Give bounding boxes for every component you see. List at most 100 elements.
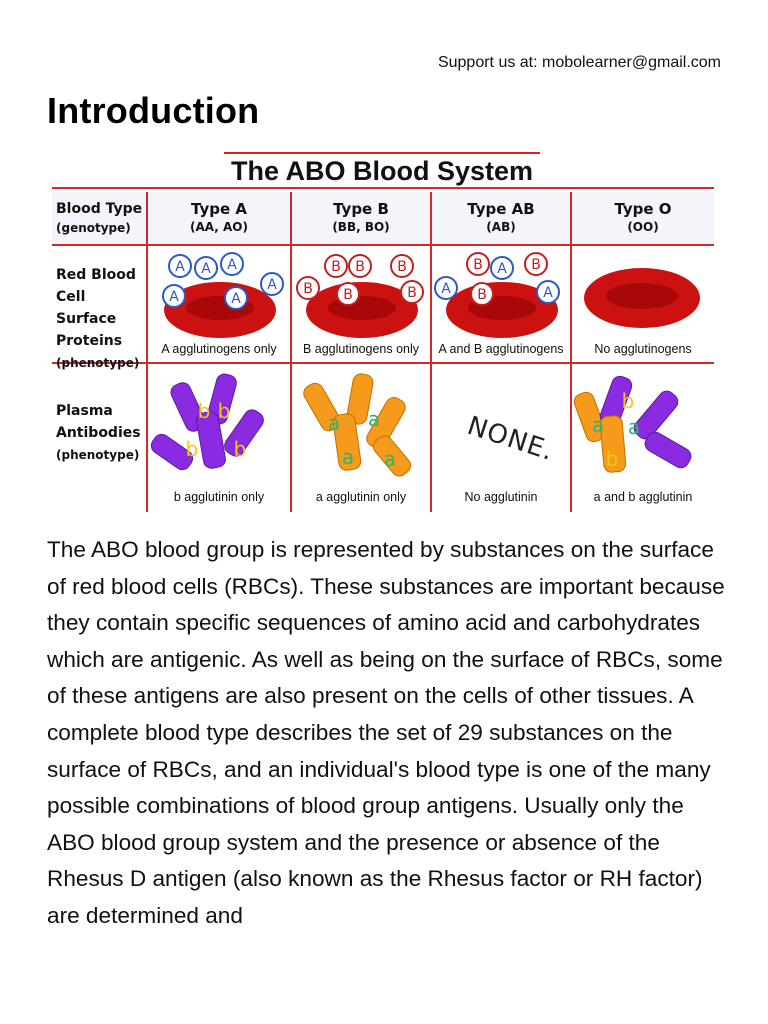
type-o-antibody-illustration: a a b b (573, 375, 692, 473)
row-header-line: Red Blood (56, 267, 136, 283)
antibody-label: b (186, 437, 199, 461)
column-divider (290, 192, 292, 512)
antibody-label: b (606, 447, 619, 471)
antigen-b-marker (324, 254, 348, 278)
antibody-label: b (198, 399, 211, 423)
antigen-a-marker (220, 252, 244, 276)
antigen-b-marker (400, 280, 424, 304)
type-ab-antigen-caption: A and B agglutinogens (438, 342, 564, 356)
type-o-antigen-caption: No agglutinogens (594, 342, 692, 356)
antibody-label: a (384, 447, 396, 471)
blood-type-table: Blood Type (genotype) Red Blood Cell Sur… (52, 192, 714, 512)
antibody-arm (366, 397, 406, 449)
type-ab-antibody-caption: No agglutinin (464, 490, 538, 504)
antigen-b-marker (336, 282, 360, 306)
type-a-red-cell-illustration: A A A A A A (162, 252, 284, 338)
antibody-arm (372, 435, 412, 477)
genotype-label: (AA, AO) (190, 220, 248, 234)
support-contact-text: Support us at: mobolearner@gmail.com (437, 54, 721, 71)
genotype-label: (BB, BO) (332, 220, 390, 234)
antigen-label: B (303, 281, 313, 297)
blood-type-label: Type AB (467, 200, 535, 218)
antigen-label: B (343, 287, 353, 303)
antigen-label: A (497, 261, 507, 277)
antibody-label: b (234, 437, 247, 461)
column-header-type-b: Type B (BB, BO) (292, 200, 430, 234)
antigen-label: A (543, 285, 553, 301)
antigen-b-marker (390, 254, 414, 278)
antigen-a-marker (260, 272, 284, 296)
row-header-line: Blood Type (56, 201, 143, 217)
antibody-stem (599, 415, 627, 473)
row-header-line: Proteins (56, 333, 123, 349)
row-divider (52, 362, 714, 364)
antigen-a-marker (162, 284, 186, 308)
antibody-label: b (218, 399, 231, 423)
intro-paragraph: The ABO blood group is represented by su… (47, 537, 725, 928)
antibody-label: a (368, 407, 380, 431)
antibody-label: a (328, 411, 340, 435)
figure-title: The ABO Blood System (224, 152, 540, 187)
antibody-arm (633, 390, 679, 440)
type-b-antibody-caption: a agglutinin only (315, 490, 407, 504)
type-b-antigen-caption: B agglutinogens only (302, 342, 420, 356)
blood-type-label: Type A (191, 200, 247, 218)
blood-type-label: Type B (333, 200, 389, 218)
column-divider (430, 192, 432, 512)
antibody-stem (196, 411, 226, 469)
type-o-antibody-caption: a and b agglutinin (593, 490, 693, 504)
antibody-arm (644, 431, 692, 469)
antigen-a-marker (224, 286, 248, 310)
antigen-label: A (227, 257, 237, 273)
antibody-arm (150, 433, 194, 471)
antibody-stem (332, 413, 362, 471)
antigen-a-marker (434, 276, 458, 300)
antigen-b-marker (466, 252, 490, 276)
genotype-label: (OO) (627, 220, 659, 234)
figure-title-divider (52, 187, 714, 189)
column-divider (146, 192, 148, 512)
antigen-label: A (441, 281, 451, 297)
row-header-line: (phenotype) (56, 448, 140, 462)
antigen-label: A (175, 259, 185, 275)
row-header-line: Antibodies (56, 425, 141, 441)
antigen-a-marker (168, 254, 192, 278)
row-divider (52, 244, 714, 246)
row-header-line: Cell Surface (56, 289, 117, 327)
antigen-a-marker (536, 280, 560, 304)
type-o-red-cell-illustration (584, 268, 700, 328)
antibody-label: b (622, 389, 635, 413)
antigen-label: A (169, 289, 179, 305)
row-header-antibodies: Plasma Antibodies (phenotype) (56, 400, 148, 466)
blood-type-label: Type O (614, 200, 672, 218)
column-header-type-o: Type O (OO) (572, 200, 714, 234)
antigen-label: B (407, 285, 417, 301)
antibody-label: a (342, 445, 354, 469)
antibody-arm (224, 409, 264, 457)
antibody-label: a (628, 415, 640, 439)
antigen-label: B (397, 259, 407, 275)
antigen-a-marker (194, 256, 218, 280)
page-title: Introduction (47, 90, 260, 131)
antigen-label: B (477, 287, 487, 303)
row-header-line: (phenotype) (56, 356, 140, 370)
antigen-label: B (355, 259, 365, 275)
type-b-red-cell-illustration: B B B B B B (296, 254, 424, 338)
antigen-label: B (331, 259, 341, 275)
antigen-b-marker (524, 252, 548, 276)
no-antibody-label: NONE. (463, 410, 558, 468)
antigen-label: A (267, 277, 277, 293)
type-a-antigen-caption: A agglutinogens only (161, 342, 277, 356)
row-header-blood-type: Blood Type (genotype) (56, 198, 148, 236)
table-header-row (52, 192, 714, 244)
antibody-arm (573, 391, 607, 443)
type-ab-red-cell-illustration: B A B A B A (434, 252, 560, 338)
column-header-type-a: Type A (AA, AO) (148, 200, 290, 234)
row-header-line: (genotype) (56, 221, 131, 235)
antigen-b-marker (296, 276, 320, 300)
type-a-antibody-illustration: b b b b (150, 373, 264, 471)
column-divider (570, 192, 572, 512)
antigen-label: B (531, 257, 541, 273)
antigen-label: A (231, 291, 241, 307)
antigen-b-marker (470, 282, 494, 306)
